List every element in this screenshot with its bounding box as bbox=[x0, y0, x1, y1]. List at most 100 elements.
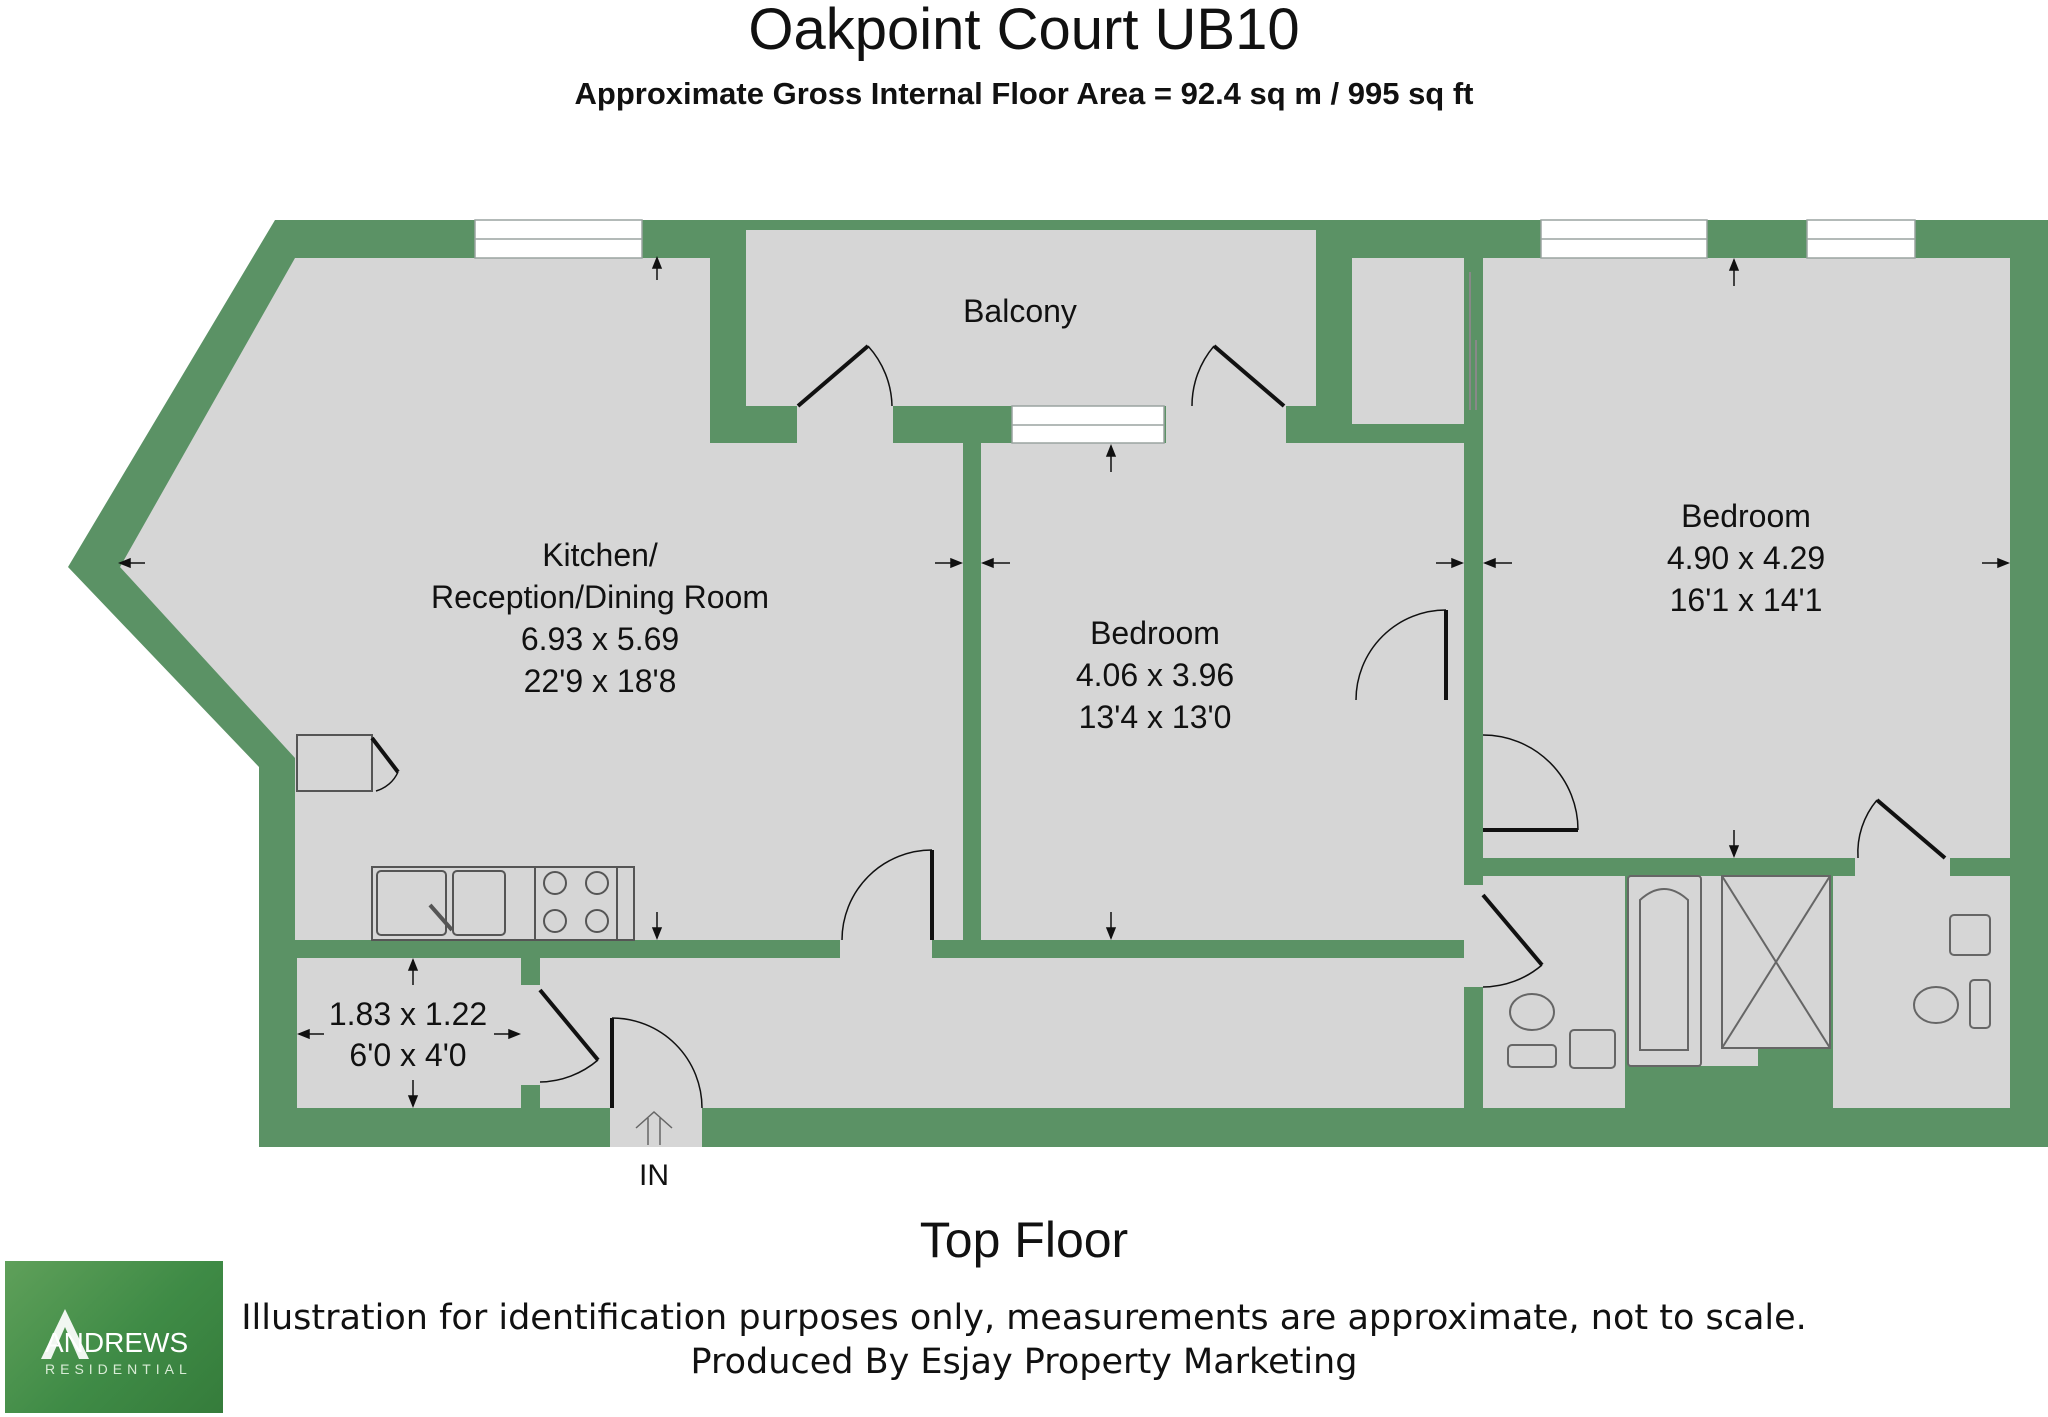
hob bbox=[534, 866, 618, 941]
andrews-logo: ANDREWS RESIDENTIAL bbox=[5, 1261, 223, 1413]
bathroom-doorway bbox=[1464, 885, 1483, 987]
hall-doorway bbox=[1334, 700, 1353, 810]
kitchen-dim-top-head bbox=[651, 255, 663, 269]
bedroom-middle-door-swing bbox=[1355, 609, 1447, 701]
bedroom-mid-dim-top-head bbox=[1105, 443, 1117, 457]
balcony-floor bbox=[746, 230, 1316, 406]
store-floor bbox=[297, 958, 521, 1108]
worktop bbox=[371, 866, 635, 941]
toilet-ensuite bbox=[1913, 986, 1959, 1024]
store-dim-bottom-head bbox=[407, 1095, 419, 1109]
kitchen-imperial: 22'9 x 18'8 bbox=[524, 663, 677, 699]
windows bbox=[474, 219, 1916, 444]
bedroom-right-name: Bedroom bbox=[1681, 498, 1811, 534]
bedroom-mid-dim-right-head bbox=[1451, 557, 1465, 569]
balcony-door-left bbox=[796, 344, 870, 408]
entrance-door-swing bbox=[611, 1017, 703, 1109]
bedroom-right-dim-left-head bbox=[1482, 557, 1496, 569]
fridge-door bbox=[370, 736, 400, 774]
toilet-cistern-bathroom bbox=[1507, 1044, 1557, 1068]
basin-bathroom bbox=[1569, 1029, 1616, 1069]
roof-logo-icon bbox=[41, 1309, 89, 1359]
hall-door-swing bbox=[1482, 734, 1579, 831]
disclaimer-line1: Illustration for identification purposes… bbox=[241, 1298, 1807, 1338]
ensuite-door-swing bbox=[1857, 799, 1878, 859]
hall-floor bbox=[1334, 700, 1464, 940]
store-dim-top-head bbox=[407, 957, 419, 971]
kitchen-dim-bottom-head bbox=[651, 927, 663, 941]
bedroom-right-metric: 4.90 x 4.29 bbox=[1667, 540, 1825, 576]
floor-areas bbox=[120, 230, 2010, 1108]
hob-ring-2 bbox=[585, 871, 609, 895]
kitchen-fittings bbox=[296, 734, 635, 941]
entrance-arrow-head bbox=[635, 1110, 673, 1129]
balcony-door-right-swing bbox=[1191, 345, 1215, 407]
dimension-markers bbox=[117, 255, 2011, 1109]
bedroom-right-dim-bottom-head bbox=[1728, 845, 1740, 859]
store-imperial: 6'0 x 4'0 bbox=[349, 1037, 466, 1073]
logo-name: ANDREWS bbox=[45, 1327, 189, 1358]
entrance-label: IN bbox=[639, 1159, 669, 1192]
disclaimer: Illustration for identification purposes… bbox=[0, 1296, 2048, 1384]
wall-bathroom-divider bbox=[1625, 876, 1628, 1108]
wall-balcony-left bbox=[710, 230, 746, 443]
kitchen-door-swing bbox=[841, 849, 933, 941]
bedroom-mid-dim-left-head bbox=[980, 557, 994, 569]
floor-area-subtitle: Approximate Gross Internal Floor Area = … bbox=[574, 76, 1474, 111]
ensuite-doorway bbox=[1855, 800, 1950, 876]
store-door bbox=[538, 988, 600, 1062]
wall-balcony-right-return bbox=[1316, 230, 1352, 443]
balcony-door-right bbox=[1212, 344, 1286, 408]
doors bbox=[538, 272, 1947, 1109]
hob-ring-1 bbox=[543, 871, 567, 895]
kitchen-balcony-opening bbox=[797, 406, 893, 443]
cupboard-floor bbox=[1352, 258, 1464, 424]
bedroom-middle-balcony-opening bbox=[1166, 406, 1286, 443]
fridge-door-swing bbox=[375, 771, 399, 792]
logo-sub: RESIDENTIAL bbox=[45, 1361, 192, 1377]
fridge-unit bbox=[296, 734, 373, 792]
bedroom-right-imperial: 16'1 x 14'1 bbox=[1670, 582, 1823, 618]
bedroom-right-dim-top-head bbox=[1728, 257, 1740, 271]
shower-tray bbox=[1721, 875, 1831, 1049]
bath bbox=[1627, 875, 1702, 1067]
bedroom-right-dim-right-head bbox=[1997, 557, 2011, 569]
store-metric: 1.83 x 1.22 bbox=[329, 996, 487, 1032]
sink-tap bbox=[428, 903, 454, 932]
basin-ensuite bbox=[1949, 914, 1991, 956]
sink-drainer bbox=[452, 870, 506, 936]
bathroom-door-swing bbox=[1482, 964, 1543, 988]
bedroom-mid-dim-bottom-head bbox=[1105, 927, 1117, 941]
bedroom-middle-name: Bedroom bbox=[1090, 615, 1220, 651]
store-dim-right-head bbox=[508, 1028, 522, 1040]
sink-bowl-left bbox=[376, 870, 447, 936]
entrance-arrow bbox=[635, 1110, 673, 1145]
bedroom-middle-metric: 4.06 x 3.96 bbox=[1076, 657, 1234, 693]
kitchen-floor bbox=[120, 258, 963, 940]
kitchen-doorway bbox=[840, 940, 932, 958]
kitchen-metric: 6.93 x 5.69 bbox=[521, 621, 679, 657]
wall-ensuite-divider bbox=[1830, 876, 1833, 1108]
wall-bath-base bbox=[1628, 1066, 1830, 1108]
disclaimer-line2: Produced By Esjay Property Marketing bbox=[690, 1342, 1358, 1382]
store-dim-left-head bbox=[296, 1028, 310, 1040]
wall-kitchen-bedroom bbox=[963, 443, 981, 940]
shower-tray-diag-2 bbox=[1721, 875, 1831, 1049]
floor-label: Top Floor bbox=[919, 1212, 1129, 1268]
bathroom-fittings bbox=[1507, 875, 1991, 1069]
balcony-label: Balcony bbox=[963, 293, 1077, 329]
bathroom-door bbox=[1481, 893, 1544, 967]
bedroom-middle-imperial: 13'4 x 13'0 bbox=[1079, 699, 1232, 735]
hallway-floor bbox=[540, 958, 1464, 1108]
store-doorway bbox=[521, 985, 540, 1085]
bath-bowl bbox=[1639, 888, 1689, 1051]
openings bbox=[521, 406, 1950, 1147]
kitchen-name-line2: Reception/Dining Room bbox=[431, 579, 769, 615]
kitchen-name-line1: Kitchen/ bbox=[542, 537, 658, 573]
kitchen-dim-left-head bbox=[117, 557, 131, 569]
bedroom-right-doorway bbox=[1483, 730, 1579, 858]
toilet-bathroom bbox=[1509, 993, 1555, 1031]
toilet-cistern-ensuite bbox=[1969, 979, 1991, 1029]
plan-title: Oakpoint Court UB10 bbox=[748, 0, 1300, 62]
